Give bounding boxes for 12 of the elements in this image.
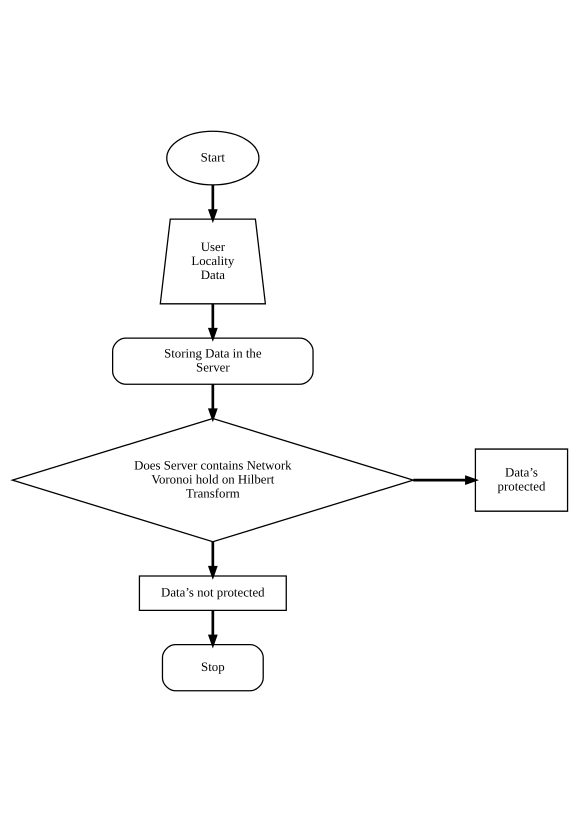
node-box: Data’s not protected xyxy=(138,574,287,610)
arrow xyxy=(208,541,218,580)
node-diamond: Does Server contains Network Voronoi hold on Hilbert Transform xyxy=(10,417,416,542)
node-ellipse: Start xyxy=(166,130,260,186)
arrow xyxy=(208,303,218,342)
node-box: Data’s protected xyxy=(474,448,568,512)
arrow xyxy=(208,384,218,422)
arrow xyxy=(208,610,218,648)
arrow xyxy=(413,474,480,485)
arrow xyxy=(208,184,218,223)
node-box: Storing Data in the Server xyxy=(112,336,314,384)
node-box: Stop xyxy=(162,643,264,691)
